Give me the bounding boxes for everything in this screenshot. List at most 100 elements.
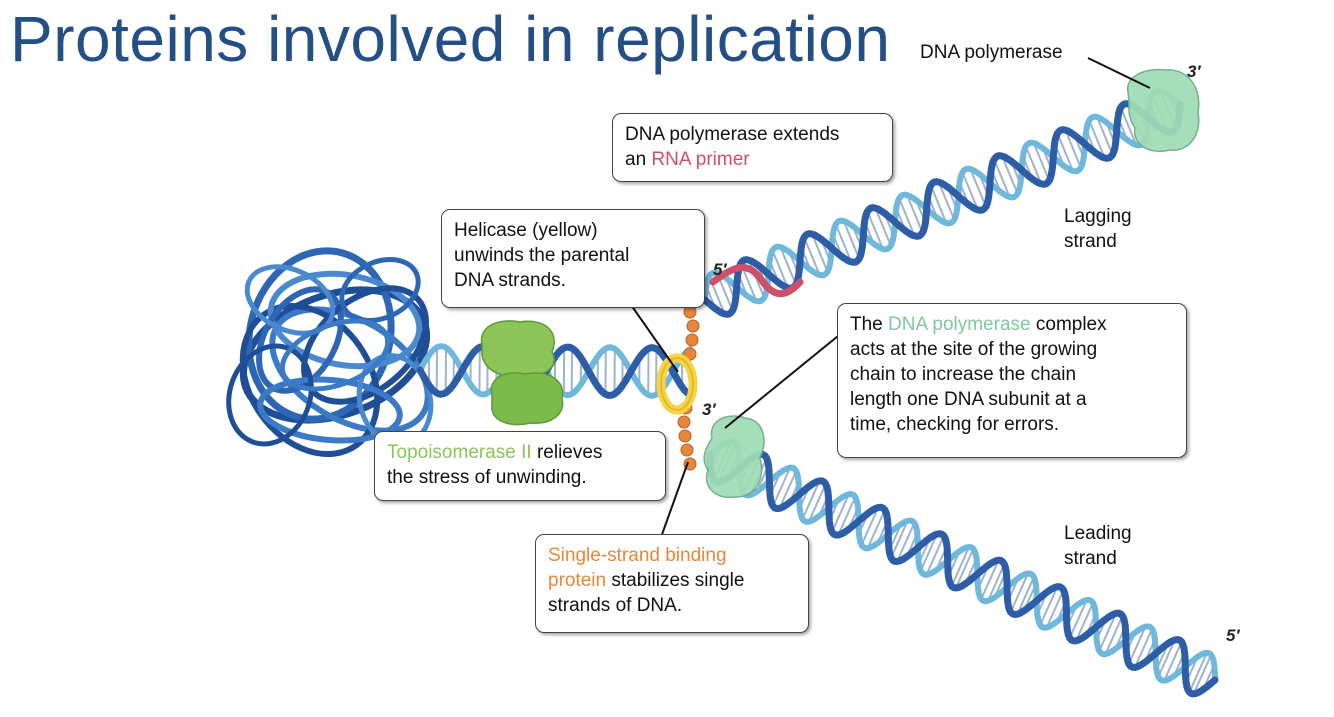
base-pair-rung <box>837 496 857 536</box>
base-pair-rung <box>950 546 971 587</box>
base-pair-rung <box>874 207 892 247</box>
base-pair-rung <box>980 559 1000 600</box>
base-pair-rung <box>898 197 916 237</box>
callout-complex-line-4: length one DNA subunit at a <box>850 389 1087 410</box>
callout-complex-line-2: acts at the site of the growing <box>850 339 1098 360</box>
rna-primer-term: RNA primer <box>651 149 750 170</box>
base-pair-rung <box>1009 573 1029 613</box>
base-pair-rung <box>779 246 797 286</box>
base-pair-rung <box>801 480 821 520</box>
dna-polymerase-term: DNA polymerase <box>888 314 1031 335</box>
base-pair-rung <box>1098 612 1118 652</box>
base-pair-rung <box>866 210 884 250</box>
lagging-strand-label: Lagging strand <box>1064 204 1132 254</box>
callout-text: relieves <box>531 442 603 463</box>
callout-text: stabilizes single <box>606 570 745 591</box>
base-pair-rung <box>1096 116 1114 156</box>
base-pair-rung <box>860 507 880 546</box>
base-pair-rung <box>866 509 886 549</box>
leading-strand-line-1: Leading <box>1064 523 1132 544</box>
base-pair-rung <box>1163 641 1183 682</box>
base-pair-rung <box>1192 654 1212 695</box>
helicase-ring <box>656 353 698 415</box>
leading-strand-label: Leading strand <box>1064 521 1132 571</box>
callout-topo-line-1: Topoisomerase II relieves <box>387 440 653 465</box>
base-pair-rung <box>919 533 938 572</box>
base-pair-rung <box>1032 142 1051 182</box>
base-pair-rung <box>842 220 861 260</box>
rna-primer-strand <box>709 264 804 297</box>
base-pair-rung <box>1001 155 1019 195</box>
base-pair-rung <box>1188 652 1208 693</box>
base-pair-rung <box>803 236 821 276</box>
chromatin-tangle <box>226 247 434 458</box>
leading-strand-helix <box>706 438 1219 698</box>
base-pair-rung <box>906 194 924 234</box>
base-pair-rung <box>1075 602 1094 642</box>
five-prime-top-label: 5′ <box>713 260 727 279</box>
callout-polymerase-complex: The DNA polymerase complex acts at the s… <box>837 303 1187 458</box>
callout-complex-line-1: The DNA polymerase complex <box>850 312 1174 337</box>
base-pair-rung <box>1039 586 1059 626</box>
leading-strand-line-2: strand <box>1064 548 1117 569</box>
callout-ssb-line-2: protein stabilizes single <box>548 568 796 593</box>
three-prime-top-label: 3′ <box>1187 62 1201 81</box>
topoisomerase-ii <box>480 320 564 426</box>
leader-lines <box>614 57 1151 541</box>
callout-text: an <box>625 149 652 170</box>
base-pair-rung <box>937 181 956 221</box>
base-pair-rung <box>1127 626 1147 665</box>
base-pair-rung <box>993 158 1011 198</box>
base-pair-rung <box>1056 132 1074 172</box>
backbone-strand-light <box>702 87 1183 305</box>
callout-helicase-line-3: DNA strands. <box>454 270 566 291</box>
base-pair-rung <box>1016 576 1035 615</box>
base-pair-rung <box>954 548 975 589</box>
callout-text: complex <box>1030 314 1107 335</box>
callout-ssb-line-1: Single-strand binding <box>548 545 727 566</box>
base-pair-rung <box>987 563 1006 602</box>
base-pair-rung <box>1068 599 1088 639</box>
base-pair-rung <box>831 493 850 533</box>
lagging-strand-line-2: strand <box>1064 231 1117 252</box>
backbone-strand-dark <box>706 450 1219 698</box>
base-pair-rung <box>771 249 789 289</box>
five-prime-bottom-label: 5′ <box>1226 626 1240 645</box>
callout-rna-primer: DNA polymerase extends an RNA primer <box>612 113 893 182</box>
dna-polymerase-label: DNA polymerase <box>920 42 1063 63</box>
callout-helicase: Helicase (yellow) unwinds the parental D… <box>441 209 705 308</box>
base-pair-rung <box>896 522 916 562</box>
callout-complex-line-5: time, checking for errors. <box>850 414 1060 435</box>
dna-polymerase-leading <box>703 415 765 499</box>
base-pair-rung <box>1119 106 1138 146</box>
callout-text: The <box>850 314 889 335</box>
callout-helicase-line-1: Helicase (yellow) <box>454 220 598 241</box>
three-prime-mid-label: 3′ <box>702 400 716 419</box>
single-strand-binding-proteins <box>677 305 700 471</box>
base-pair-rung <box>778 470 798 509</box>
callout-rna-primer-line-1: DNA polymerase extends <box>625 124 840 145</box>
base-pair-rung <box>834 223 853 263</box>
base-pair-rung <box>1133 628 1153 668</box>
backbone-strand-dark <box>416 343 694 399</box>
page-title: Proteins involved in replication <box>10 3 891 75</box>
base-pair-rung <box>1064 129 1082 169</box>
base-pair-rung <box>1157 639 1176 678</box>
base-pair-rung <box>807 483 827 523</box>
callout-rna-primer-line-2: an RNA primer <box>625 147 880 172</box>
base-pair-rung <box>961 171 979 211</box>
base-pair-rung <box>811 233 829 273</box>
base-pair-rung <box>925 535 945 576</box>
base-pair-rung <box>1104 615 1124 655</box>
base-pair-rung <box>1045 589 1065 628</box>
callout-ssb-line-3: strands of DNA. <box>548 595 683 616</box>
base-pair-rung <box>1024 145 1043 185</box>
base-pair-rung <box>969 168 987 208</box>
callout-single-strand-binding: Single-strand binding protein stabilizes… <box>535 534 809 633</box>
ssb-protein-term: protein <box>548 570 607 591</box>
callout-topoisomerase: Topoisomerase II relieves the stress of … <box>374 431 666 501</box>
backbone-strand-light <box>707 438 1218 684</box>
callout-topo-line-2: the stress of unwinding. <box>387 467 587 488</box>
callout-helicase-line-2: unwinds the parental <box>454 245 630 266</box>
